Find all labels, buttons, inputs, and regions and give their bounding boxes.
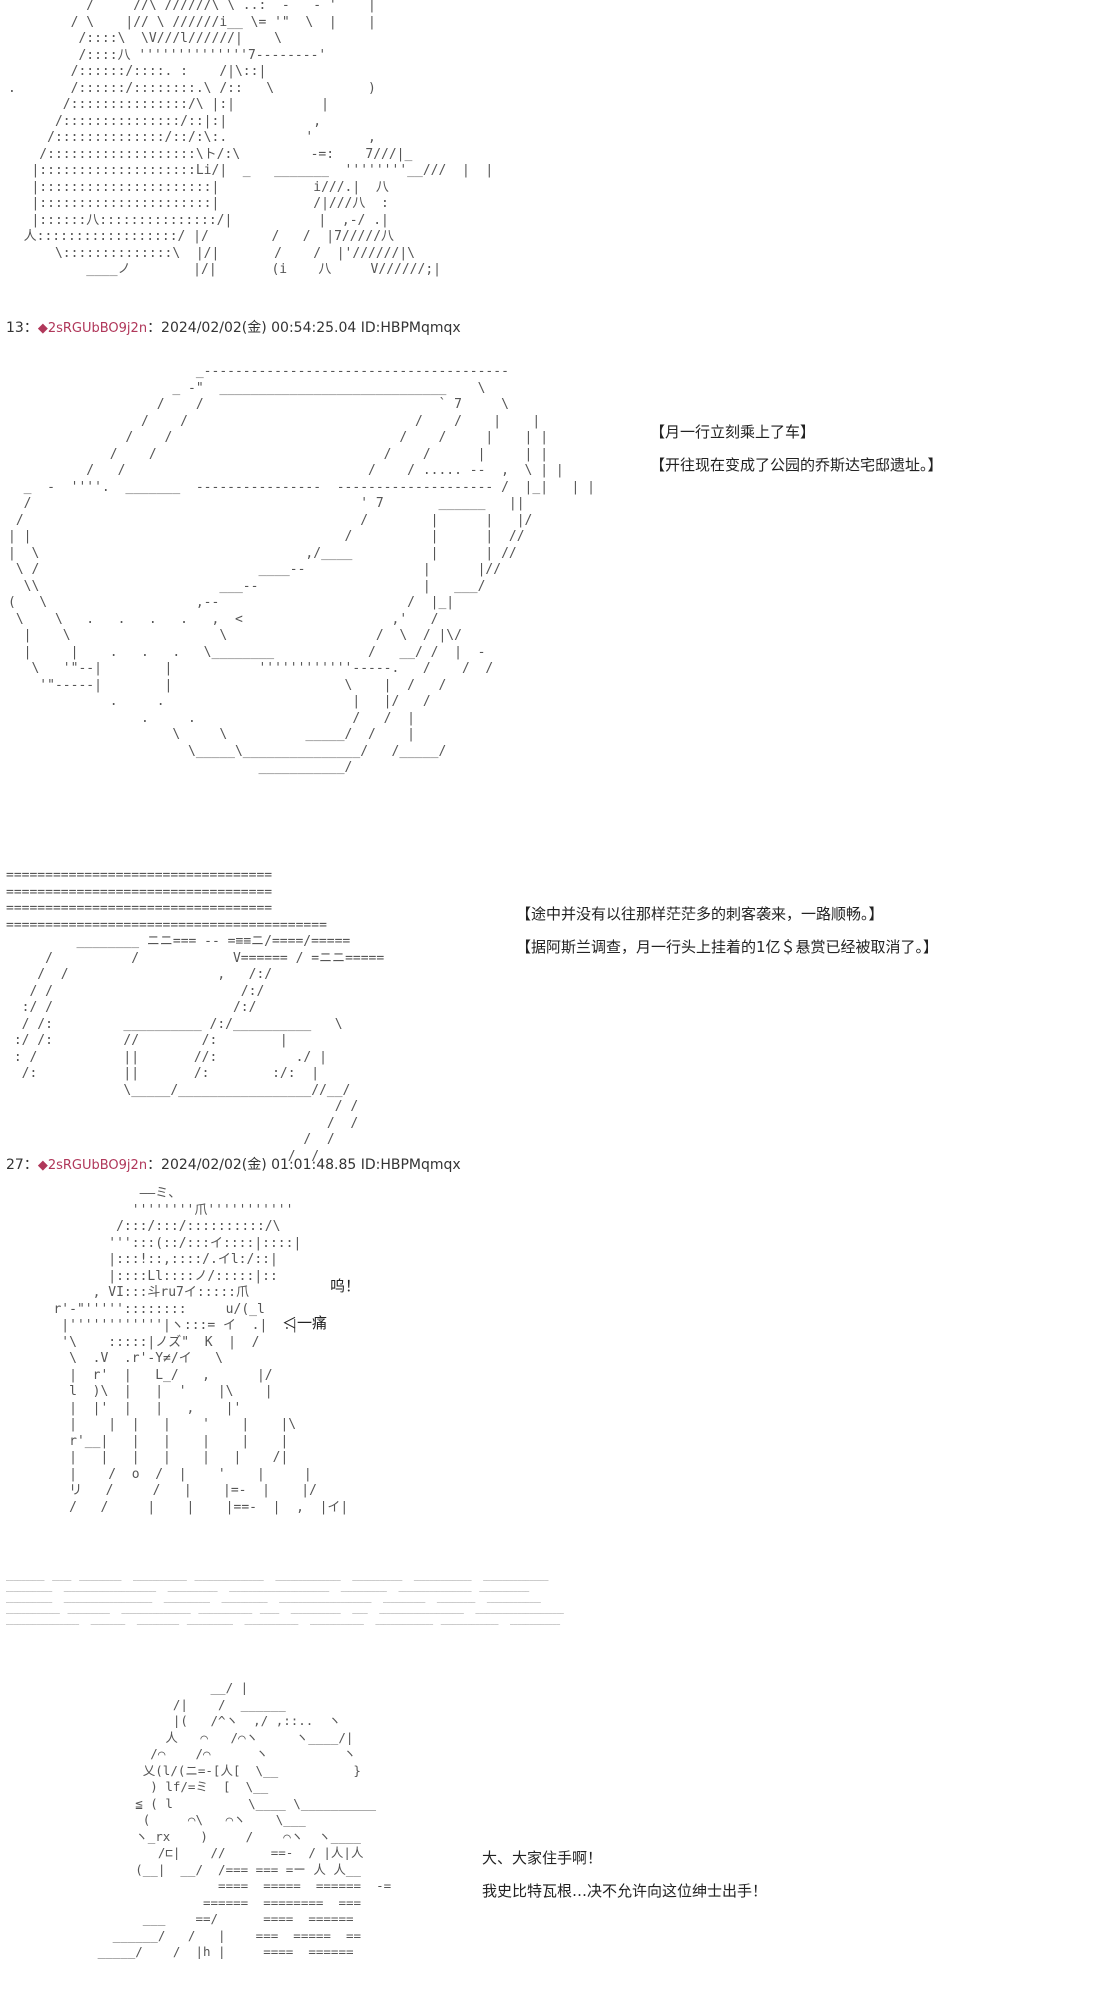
speed-lines: __________ _____ ___________ ___________… xyxy=(6,1573,564,1625)
post-header-13: 13：◆2sRGUbBO9j2n：2024/02/02(金) 00:54:25.… xyxy=(6,317,461,337)
caption-line: 【途中并没有以往那样茫茫多的刺客袭来，一路顺畅。】 xyxy=(516,905,884,923)
caption-shout: 大、大家住手啊！ 我史比特瓦根…决不允许向这位绅士出手！ xyxy=(482,1842,767,1908)
ascii-art-train: ================================== =====… xyxy=(6,868,385,1164)
caption-line: 【据阿斯兰调查，月一行头上挂着的1亿＄悬赏已经被取消了。】 xyxy=(516,938,939,956)
post-number[interactable]: 27 xyxy=(6,1157,24,1173)
post-separator: ： xyxy=(23,1157,38,1173)
post-datetime: ：2024/02/02(金) 00:54:25.04 ID:HBPMqmqx xyxy=(147,320,461,336)
tripcode: ◆2sRGUbBO9j2n xyxy=(37,1158,148,1173)
tripcode: ◆2sRGUbBO9j2n xyxy=(37,321,148,336)
caption-line: 【月一行立刻乘上了车】 xyxy=(650,423,816,441)
caption-line: 【开往现在变成了公园的乔斯达宅邸遗址。】 xyxy=(650,456,943,474)
caption-car: 【月一行立刻乘上了车】 【开往现在变成了公园的乔斯达宅邸遗址。】 xyxy=(650,416,943,482)
post-number[interactable]: 13 xyxy=(6,320,24,336)
sfx-ugh: 呜！ xyxy=(330,1277,361,1295)
sfx-pain: ＜一痛 xyxy=(282,1314,328,1332)
post-header-27: 27：◆2sRGUbBO9j2n：2024/02/02(金) 01:01:48.… xyxy=(6,1154,461,1174)
post-separator: ： xyxy=(23,320,38,336)
caption-line: 我史比特瓦根…决不允许向这位绅士出手！ xyxy=(482,1882,768,1900)
ascii-art-figure-hit: ――ミ、 ''''''''爪''''''''''' /:::/:::/:::::… xyxy=(53,1186,349,1515)
ascii-art-car: _---------------------------------------… xyxy=(8,364,595,775)
caption-train: 【途中并没有以往那样茫茫多的刺客袭来，一路顺畅。】 【据阿斯兰调查，月一行头上挂… xyxy=(516,898,938,964)
post-datetime: ：2024/02/02(金) 01:01:48.85 ID:HBPMqmqx xyxy=(147,1157,461,1173)
ascii-art-top-figure: / //\ //////\ \ ..: - - ' | / \ |// \ //… xyxy=(8,0,494,277)
caption-line: 大、大家住手啊！ xyxy=(482,1849,603,1867)
ascii-art-figure-shout: __/ | /| / ______ |( /^ヽ ,/ ,::.. ヽ 人 ⌒ … xyxy=(97,1680,392,1959)
